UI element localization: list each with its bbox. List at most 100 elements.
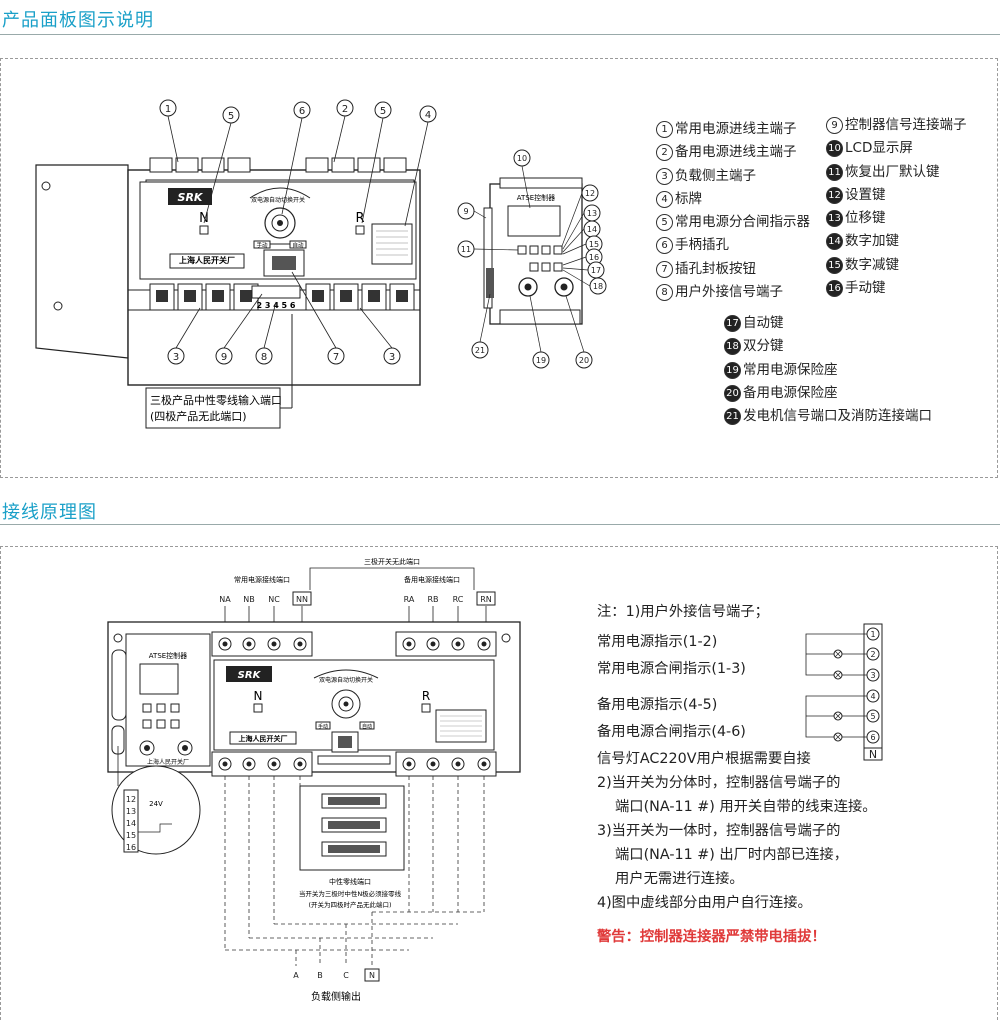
port-rc: RC <box>453 595 464 604</box>
n-indicator-label: N <box>199 211 209 226</box>
nameplate <box>371 223 413 265</box>
neutral-port-box <box>145 387 281 429</box>
svg-text:10: 10 <box>517 154 527 163</box>
svg-text:16: 16 <box>589 253 599 262</box>
terminal-15: 15 <box>126 831 136 840</box>
diagram-n-mark: N <box>254 689 263 703</box>
note-normal-indicator: 常用电源指示(1-2) <box>597 634 718 650</box>
normal-ports-label: 常用电源接线端口 <box>234 575 290 584</box>
port-rb: RB <box>427 595 438 604</box>
note-1-title: 注：1)用户外接信号端子； <box>597 604 769 620</box>
callout-4: 4 <box>425 110 431 121</box>
callout-9: 9 <box>221 352 227 363</box>
neutral-port-label: 中性零线端口 <box>329 877 371 886</box>
mounting-plate <box>35 164 129 359</box>
callout-8: 8 <box>261 352 267 363</box>
note-normal-closing: 常用电源合闸指示(1-3) <box>597 661 746 677</box>
reset-key <box>517 245 527 255</box>
note-backup-indicator: 备用电源指示(4-5) <box>597 697 718 713</box>
maker-label: 上海人民开关厂 <box>179 255 235 265</box>
generator-port <box>486 268 494 298</box>
svg-text:11: 11 <box>461 245 471 254</box>
svg-text:9: 9 <box>463 207 468 216</box>
svg-text:18: 18 <box>593 282 603 291</box>
product-panel-illustration: SRK 双电源自动切换开关 N R 手动 自动 上海人民开关厂 2 3 4 5 … <box>35 99 607 429</box>
voltage-label: 24V <box>149 800 163 808</box>
neutral-port-note-2: (开关为四极时产品无此端口) <box>308 900 391 909</box>
svg-text:17: 17 <box>591 266 601 275</box>
note-3-line-1: 3)当开关为一体时，控制器信号端子的 <box>597 823 841 839</box>
auto-key <box>541 262 551 272</box>
diagram-maker-label: 上海人民开关厂 <box>147 758 189 766</box>
diagram-panel-label: 双电源自动切换开关 <box>319 676 373 684</box>
callout-3b: 3 <box>389 352 395 363</box>
shift-key <box>541 245 551 255</box>
manual-label: 手动 <box>256 241 268 249</box>
section-title-wiring: 接线原理图 <box>2 502 97 523</box>
note-2-line-1: 2)当开关为分体时，控制器信号端子的 <box>597 775 841 791</box>
mount-hole <box>41 181 51 191</box>
mount-hole <box>53 301 63 311</box>
panel-label: 双电源自动切换开关 <box>251 196 305 204</box>
backup-ports-label: 备用电源接线端口 <box>404 575 460 584</box>
r-indicator <box>355 225 365 235</box>
signal-terminal-2: 2 <box>870 650 875 659</box>
auto-label: 自动 <box>292 241 304 249</box>
note-2-line-2: 端口(NA-11 #) 用开关自带的线束连接。 <box>615 799 877 815</box>
port-ra: RA <box>404 595 415 604</box>
diagram-controller <box>125 633 211 767</box>
signal-terminal-1: 1 <box>870 630 875 639</box>
section-title-panel: 产品面板图示说明 <box>2 10 154 31</box>
section-rule <box>0 524 1000 525</box>
terminal-13: 13 <box>126 807 136 816</box>
terminal-12: 12 <box>126 795 136 804</box>
diagram-auto: 自动 <box>362 723 372 730</box>
controller-label: ATSE控制器 <box>517 193 555 202</box>
three-pole-note: 三极开关无此端口 <box>364 557 420 566</box>
manual-key <box>529 262 539 272</box>
port-nc: NC <box>268 595 280 604</box>
diagram-controller-label: ATSE控制器 <box>149 651 187 660</box>
note-backup-closing: 备用电源合闸指示(4-6) <box>597 724 746 740</box>
port-rn: RN <box>480 595 492 604</box>
load-output-label: 负载侧输出 <box>311 990 361 1003</box>
signal-terminal-n: N <box>869 748 877 761</box>
callout-1: 1 <box>165 104 171 115</box>
terminal-14: 14 <box>126 819 136 828</box>
output-a: A <box>293 971 299 980</box>
signal-lamp-wiring: 1 2 3 4 5 6 N <box>805 623 883 761</box>
user-signal-terminals <box>251 285 301 299</box>
diagram-brand: SRK <box>238 670 262 681</box>
port-nn: NN <box>296 595 308 604</box>
brand-logo: SRK <box>178 191 204 204</box>
callout-6: 6 <box>299 106 305 117</box>
signal-terminal-4: 4 <box>870 692 875 701</box>
warning-text: 警告：控制器连接器严禁带电插拔！ <box>597 929 826 945</box>
signal-terminal-6: 6 <box>870 733 875 742</box>
port-nb: NB <box>243 595 254 604</box>
svg-text:13: 13 <box>587 209 597 218</box>
svg-text:12: 12 <box>585 189 595 198</box>
neutral-port-note-1: 当开关为三极时中性N极必须接零线 <box>299 889 402 898</box>
output-c: C <box>343 971 349 980</box>
diagram-maker-plate: 上海人民开关厂 <box>239 734 288 743</box>
